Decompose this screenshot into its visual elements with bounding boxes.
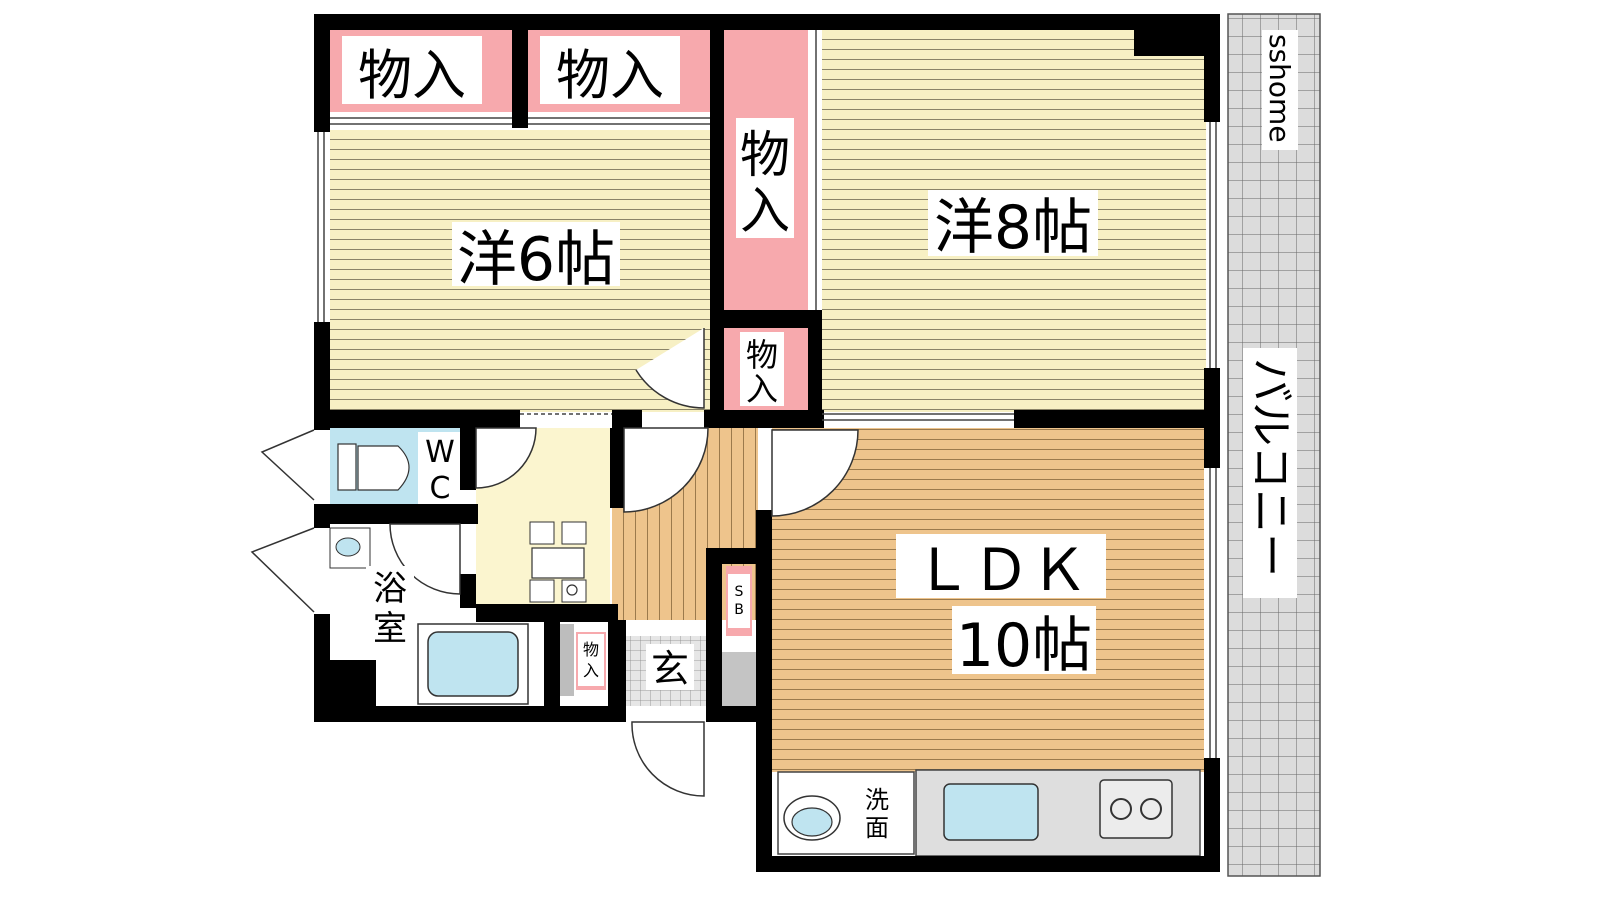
toilet-bowl (357, 445, 410, 491)
burner-left (1110, 798, 1132, 820)
chair-3 (529, 579, 555, 603)
wc-label-top: W (425, 435, 455, 470)
chair-4 (561, 579, 587, 603)
shoebox-label-bottom: B (734, 602, 744, 618)
kitchen-sink (943, 783, 1039, 841)
ldk-size-label: 10帖 (956, 611, 1092, 681)
chair-1 (529, 521, 555, 545)
walls (314, 14, 1220, 872)
balcony-label: バルコニー (1245, 358, 1296, 577)
closet-3-label-bottom: 入 (740, 182, 790, 240)
ldk-label: ＬＤＫ (914, 536, 1088, 604)
chair-2 (561, 521, 587, 545)
bath-label-bottom: 室 (373, 609, 407, 649)
bathtub-inner (427, 631, 519, 697)
windows (317, 30, 1217, 758)
doors (250, 328, 859, 797)
dining-table (531, 547, 585, 579)
wc-label-bottom: C (430, 471, 451, 506)
western-8-label: 洋8帖 (934, 193, 1092, 263)
closet-4-label-bottom: 入 (746, 370, 778, 408)
washroom-label-bottom: 面 (865, 814, 889, 842)
washroom-label-top: 洗 (865, 786, 889, 814)
storage-gray (560, 624, 574, 696)
bath-label-top: 浴 (373, 569, 407, 609)
closet-5-label-top: 物 (583, 640, 599, 659)
stove (1099, 779, 1173, 839)
closet-1-label: 物入 (358, 44, 466, 107)
western-6-label: 洋6帖 (457, 225, 615, 295)
room-ldk (772, 428, 1204, 772)
shoebox-label-top: S (735, 584, 744, 600)
closet-3-label-top: 物 (740, 126, 790, 184)
wash-basin-bowl (791, 807, 833, 837)
watermark-text: sshome (1263, 34, 1296, 143)
label-backgrounds (342, 36, 1106, 842)
bath-sink (335, 537, 361, 557)
meter-box (722, 652, 756, 708)
drain-icon (566, 584, 578, 596)
balcony-label-box (1243, 348, 1297, 598)
closet-5-label-bottom: 入 (583, 661, 599, 680)
burner-right (1140, 798, 1162, 820)
entrance-label: 玄 (651, 647, 689, 691)
watermark-box (1262, 30, 1298, 150)
toilet-tank (337, 443, 357, 491)
closet-4-label-top: 物 (746, 336, 778, 374)
closet-2-label: 物入 (556, 44, 664, 107)
